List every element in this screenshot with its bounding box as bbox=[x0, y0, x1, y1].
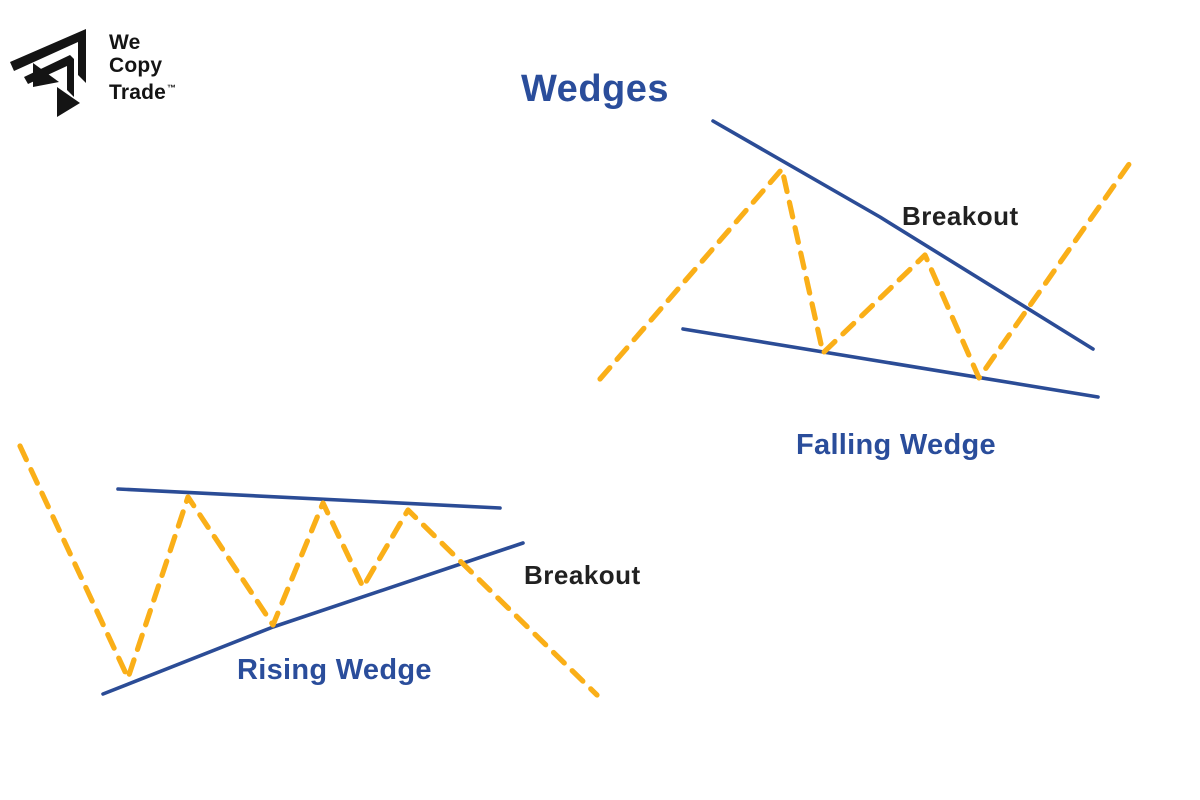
page-title: Wedges bbox=[521, 68, 670, 110]
brand-word-trade-text: Trade bbox=[109, 81, 167, 104]
falling-wedge-lower-trendline bbox=[681, 327, 1100, 399]
brand-word-trade: Trade™ bbox=[109, 77, 176, 105]
brand-logo-arrow-icon bbox=[10, 29, 86, 117]
falling-wedge-breakout-label: Breakout bbox=[902, 201, 1019, 231]
falling-wedge-price-path bbox=[597, 157, 1135, 382]
rising-wedge-breakout-label: Breakout bbox=[524, 560, 641, 590]
brand-logo: We Copy Trade™ bbox=[10, 25, 176, 120]
rising-wedge-price-path bbox=[17, 443, 600, 698]
rising-wedge-title: Rising Wedge bbox=[237, 654, 432, 686]
falling-wedge-title: Falling Wedge bbox=[796, 429, 996, 461]
brand-word-copy: Copy bbox=[109, 53, 163, 77]
falling-wedge-upper-trendline bbox=[711, 119, 1095, 351]
brand-logo-text: We Copy Trade™ bbox=[109, 31, 176, 105]
rising-wedge-upper-trendline bbox=[116, 487, 502, 510]
brand-word-we: We bbox=[109, 31, 141, 54]
trademark-symbol: ™ bbox=[167, 83, 177, 93]
